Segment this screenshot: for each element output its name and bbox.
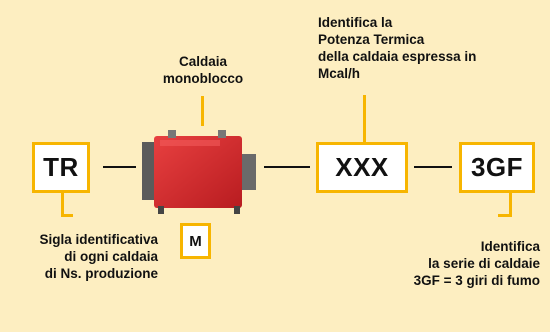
series-connector-tick [498,214,512,217]
sigla-connector [61,193,64,217]
boiler-connector [201,96,204,126]
boiler-leg [234,206,240,214]
code-box-3gf: 3GF [459,142,535,193]
code-box-xxx: XXX [316,142,408,193]
boiler-flue [242,154,256,190]
sigla-label: Sigla identificativa di ogni caldaia di … [39,232,158,281]
separator-dash [264,166,310,168]
power-connector [363,95,366,143]
separator-dash [414,166,452,168]
boiler-highlight [160,140,220,146]
separator-dash [103,166,136,168]
boiler-icon [142,130,256,214]
boiler-leg [158,206,164,214]
boiler-body [154,136,242,208]
boiler-top-connector [218,130,226,138]
power-label: Identifica la Potenza Termica della cald… [318,15,477,81]
series-connector [509,193,512,217]
code-box-m: M [180,223,211,259]
boiler-label: Caldaia monoblocco [162,54,244,86]
boiler-top-connector [168,130,176,138]
series-label: Identifica la serie di caldaie 3GF = 3 g… [413,239,540,288]
sigla-connector-tick [61,214,73,217]
code-box-tr: TR [32,142,90,193]
